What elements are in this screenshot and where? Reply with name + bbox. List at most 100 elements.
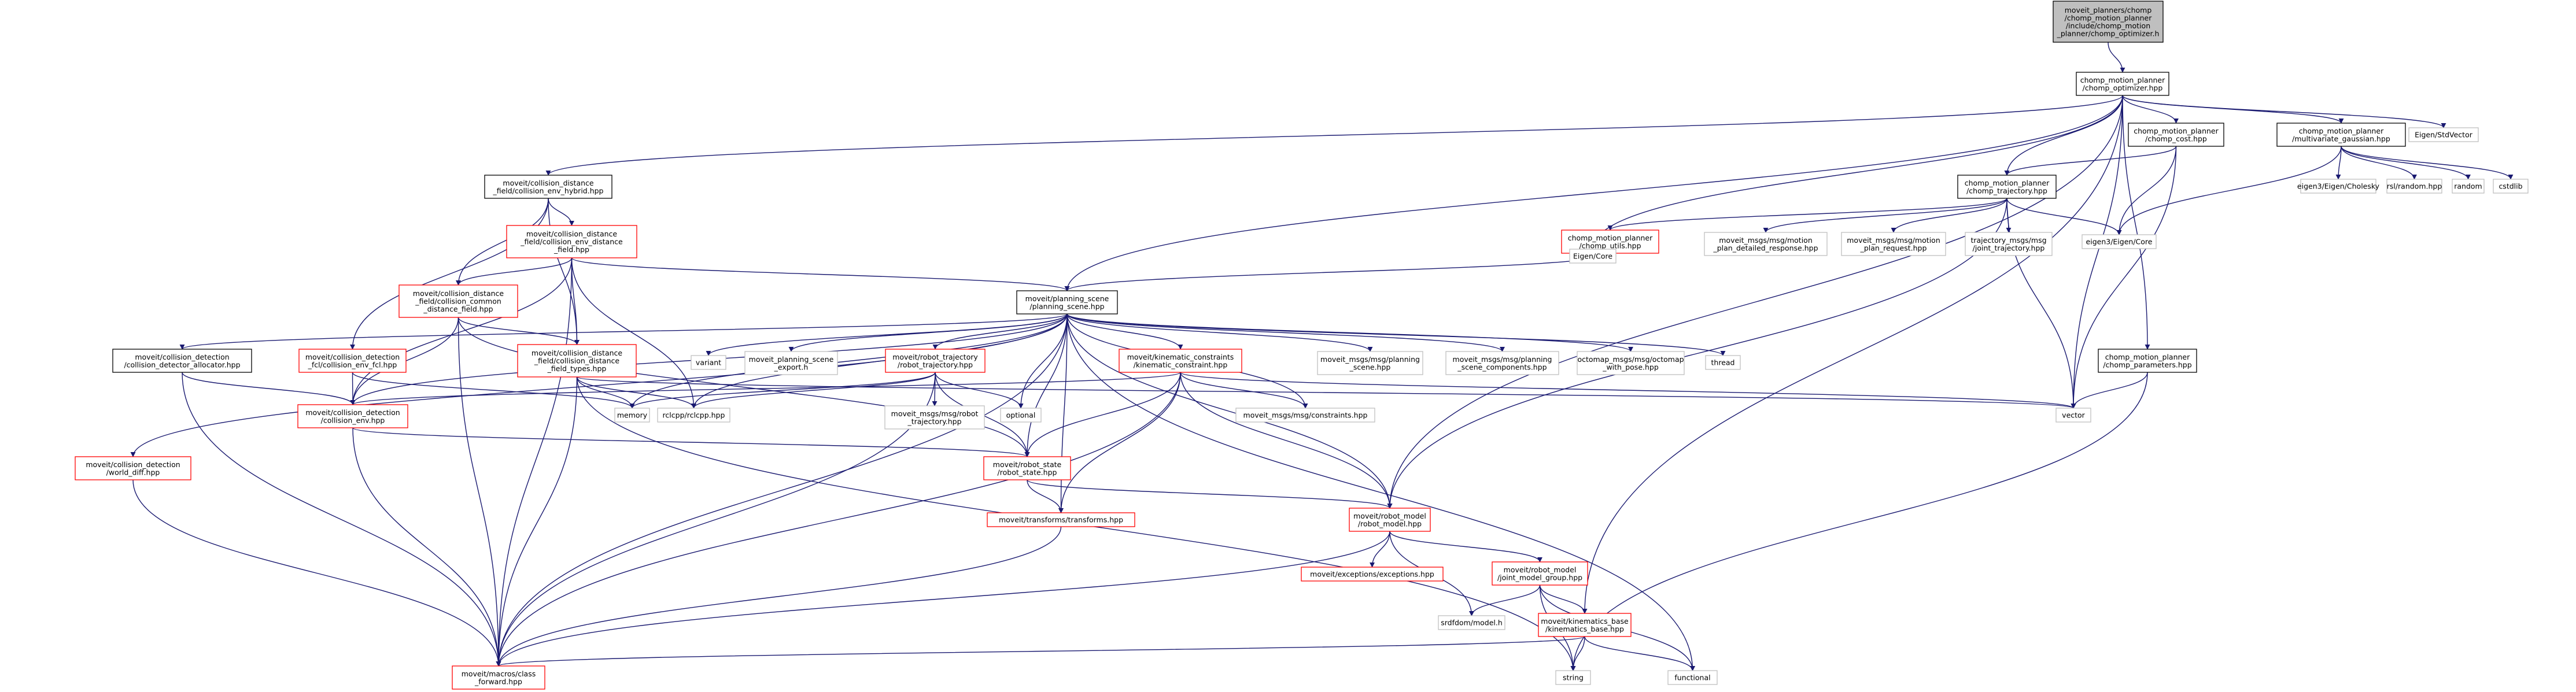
node-label-line: thread (1711, 358, 1735, 367)
node-transforms-hpp[interactable]: moveit/transforms/transforms.hpp (987, 512, 1135, 527)
node-msg-planning-scene[interactable]: moveit_msgs/msg/planning_scene.hpp (1317, 351, 1423, 375)
node-chomp-optimizer-hpp[interactable]: chomp_motion_planner/chomp_optimizer.hpp (2076, 72, 2169, 96)
node-motion-plan-detailed-response[interactable]: moveit_msgs/msg/motion_plan_detailed_res… (1704, 232, 1828, 256)
node-box (1705, 355, 1741, 370)
edge-robot_model_hpp-to-exceptions_hpp (1370, 531, 1390, 568)
edge-path (496, 376, 578, 667)
edge-path (2122, 95, 2150, 350)
node-class-forward-hpp[interactable]: moveit/macros/class_forward.hpp (452, 665, 545, 690)
node-robot-trajectory-hpp[interactable]: moveit/robot_trajectory/robot_trajectory… (885, 349, 986, 373)
node-collision-common-distance-field[interactable]: moveit/collision_distance_field/collisio… (398, 284, 518, 318)
node-collision-detector-allocator[interactable]: moveit/collision_detection/collision_det… (112, 349, 252, 373)
node-chomp-cost-hpp[interactable]: chomp_motion_planner/chomp_cost.hpp (2128, 123, 2224, 147)
node-eigen3-core[interactable]: eigen3/Eigen/Core (2082, 234, 2157, 249)
node-box (2076, 72, 2169, 96)
node-label-line: /collision_env.hpp (321, 416, 385, 424)
node-srdfdom-model[interactable]: srdfdom/model.h (1438, 615, 1505, 630)
node-robot-state-hpp[interactable]: moveit/robot_state/robot_state.hpp (983, 456, 1071, 480)
node-planning-scene-export[interactable]: moveit_planning_scene_export.h (744, 351, 838, 375)
node-planning-scene-hpp[interactable]: moveit/planning_scene/planning_scene.hpp (1016, 290, 1118, 314)
node-joint-model-group-hpp[interactable]: moveit/robot_model/joint_model_group.hpp (1492, 561, 1588, 586)
node-label-line: srdfdom/model.h (1441, 619, 1503, 627)
node-string[interactable]: string (1555, 670, 1591, 685)
node-collision-env-hybrid[interactable]: moveit/collision_distance_field/collisio… (484, 175, 612, 199)
node-eigen3-cholesky[interactable]: eigen3/Eigen/Cholesky (2297, 179, 2380, 194)
edge-path (1066, 313, 1633, 352)
node-robot-model-hpp[interactable]: moveit/robot_model/robot_model.hpp (1349, 508, 1431, 532)
edge-chomp_optimizer_hpp-to-eigen_stdvector (2122, 95, 2446, 128)
node-box (2128, 123, 2224, 147)
node-collision-env-fcl[interactable]: moveit/collision_detection_fcl/collision… (298, 349, 407, 373)
node-label-line: /collision_detector_allocator.hpp (124, 360, 240, 369)
edge-path (352, 372, 635, 409)
edge-planning_scene_hpp-to-kinematic_constraint_hpp (1066, 313, 1183, 350)
node-chomp-utils-hpp[interactable]: chomp_motion_planner/chomp_utils.hpp (1561, 230, 1659, 254)
edge-path (1066, 313, 1726, 356)
node-box (1119, 349, 1242, 373)
node-motion-plan-request[interactable]: moveit_msgs/msg/motion_plan_request.hpp (1841, 232, 1946, 256)
edge-collision_env_hybrid-to-collision_env_fcl (350, 198, 549, 350)
node-collision-env-distance-field[interactable]: moveit/collision_distance_field/collisio… (506, 225, 637, 258)
node-box (1957, 175, 2057, 199)
node-msg-robot-trajectory[interactable]: moveit_msgs/msg/robot_trajectory.hpp (884, 405, 985, 430)
node-box (398, 284, 518, 318)
edge-planning_scene_hpp-to-octomap_with_pose (1066, 313, 1633, 352)
node-msg-constraints[interactable]: moveit_msgs/msg/constraints.hpp (1235, 408, 1375, 423)
node-eigen-stdvector[interactable]: Eigen/StdVector (2408, 127, 2479, 142)
node-cstdlib[interactable]: cstdlib (2493, 179, 2529, 194)
edge-path (1066, 313, 1505, 352)
edge-path (548, 198, 574, 226)
node-vector[interactable]: vector (2055, 408, 2091, 423)
node-box (884, 405, 985, 430)
node-eigen-core[interactable]: Eigen/Core (1569, 249, 1617, 264)
node-rclcpp-hpp[interactable]: rclcpp/rclcpp.hpp (657, 408, 730, 423)
edge-path (2108, 42, 2125, 73)
node-chomp-trajectory-hpp[interactable]: chomp_motion_planner/chomp_trajectory.hp… (1957, 175, 2057, 199)
node-box (1000, 408, 1042, 423)
node-chomp-parameters-hpp[interactable]: chomp_motion_planner/chomp_parameters.hp… (2098, 349, 2197, 373)
edge-path (629, 372, 936, 409)
edge-path (1066, 313, 1373, 352)
node-memory[interactable]: memory (614, 408, 650, 423)
edge-collision_env_distance_field-to-planning_scene_hpp (571, 257, 1070, 291)
node-label-line: moveit_msgs/msg/motion (1847, 236, 1940, 245)
edge-path (1763, 198, 2007, 233)
node-msg-planning-scene-components[interactable]: moveit_msgs/msg/planning_scene_component… (1445, 351, 1559, 375)
node-box (1841, 232, 1946, 256)
node-rsl-random[interactable]: rsl/random.hpp (2386, 179, 2442, 194)
node-optional[interactable]: optional (1000, 408, 1042, 423)
node-world-diff-hpp[interactable]: moveit/collision_detection/world_diff.hp… (75, 456, 191, 480)
node-multivariate-gaussian-hpp[interactable]: chomp_motion_planner/multivariate_gaussi… (2276, 123, 2406, 147)
edge-path (1066, 313, 1183, 350)
node-label-line: Eigen/StdVector (2415, 131, 2473, 139)
edge-kinematic_constraint_hpp-to-robot_state_hpp (1024, 372, 1181, 457)
node-label-line: moveit/collision_distance (503, 179, 594, 187)
node-exceptions-hpp[interactable]: moveit/exceptions/exceptions.hpp (1301, 567, 1444, 582)
node-thread[interactable]: thread (1705, 355, 1741, 370)
node-random[interactable]: random (2452, 179, 2485, 194)
node-label-line: moveit/kinematic_constraints (1127, 353, 1234, 361)
edge-chomp_cost_hpp-to-eigen3_core (2116, 146, 2177, 235)
node-label-line: /robot_model.hpp (1358, 519, 1422, 528)
node-label-line: /chomp_utils.hpp (1579, 241, 1641, 250)
node-label-line: _scene.hpp (1349, 362, 1391, 371)
edge-path (350, 257, 573, 405)
node-kinematics-base-hpp[interactable]: moveit/kinematics_base/kinematics_base.h… (1538, 613, 1632, 637)
edge-collision_common_distance_field-to-collision_distance_field_types (457, 317, 580, 345)
node-joint-trajectory-hpp[interactable]: trajectory_msgs/msg/joint_trajectory.hpp (1965, 232, 2053, 256)
node-functional[interactable]: functional (1667, 670, 1718, 685)
node-root: moveit_planners/chomp/chomp_motion_plann… (2053, 1, 2164, 43)
node-collision-distance-field-types[interactable]: moveit/collision_distance_field/collisio… (517, 344, 637, 378)
edge-path (182, 372, 501, 667)
edge-collision_env_distance_field-to-rclcpp_hpp (571, 257, 696, 409)
node-label-line: variant (696, 358, 721, 367)
node-label-line: _field/collision_env_hybrid.hpp (492, 186, 603, 195)
node-label-line: rclcpp/rclcpp.hpp (663, 411, 725, 420)
node-box (1317, 351, 1423, 375)
node-octomap-with-pose[interactable]: octomap_msgs/msg/octomap_with_pose.hpp (1577, 351, 1685, 375)
node-label-line: /robot_state.hpp (998, 468, 1057, 476)
node-variant[interactable]: variant (691, 355, 726, 370)
node-kinematic-constraint-hpp[interactable]: moveit/kinematic_constraints/kinematic_c… (1119, 349, 1242, 373)
edge-chomp_trajectory_hpp-to-motion_plan_detailed_response (1763, 198, 2007, 233)
node-collision-env-hpp[interactable]: moveit/collision_detection/collision_env… (297, 404, 408, 428)
